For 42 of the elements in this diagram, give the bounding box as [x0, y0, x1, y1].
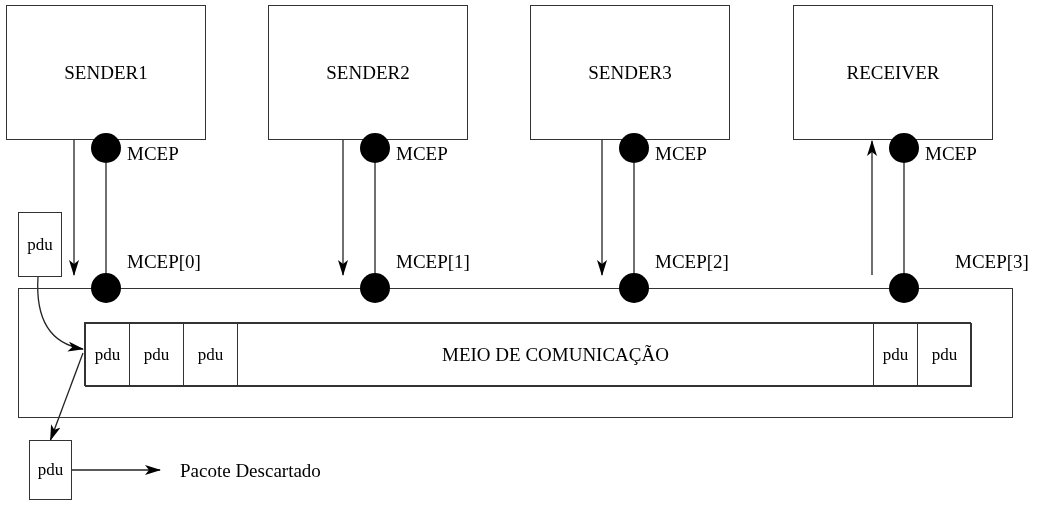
- port-label: MCEP: [655, 143, 707, 165]
- port-label: MCEP[1]: [396, 251, 470, 273]
- connection-dot: [360, 133, 390, 163]
- connection-dot: [619, 133, 649, 163]
- port-label: MCEP: [925, 143, 977, 165]
- arrow: [49, 352, 84, 441]
- medium-cell: MEIO DE COMUNICAÇÃO: [237, 323, 874, 387]
- connection-dot: [619, 273, 649, 303]
- arrow: [37, 276, 84, 351]
- pdu-cell: pdu: [183, 323, 238, 387]
- buffer-band: [84, 322, 971, 386]
- pdu-cell: pdu: [129, 323, 184, 387]
- discard-label: Pacote Descartado: [160, 455, 360, 487]
- pdu-box: pdu: [18, 212, 62, 277]
- process-box: SENDER1: [6, 5, 206, 140]
- connection-dot: [889, 273, 919, 303]
- connection-dot: [360, 273, 390, 303]
- port-label: MCEP[0]: [127, 251, 201, 273]
- arrow: [71, 465, 161, 475]
- pdu-cell: pdu: [917, 323, 972, 387]
- process-box: SENDER3: [530, 5, 730, 140]
- process-box: RECEIVER: [793, 5, 993, 140]
- connector-line: [374, 162, 376, 274]
- connection-dot: [91, 273, 121, 303]
- arrow: [338, 139, 348, 276]
- connector-line: [903, 162, 905, 274]
- port-label: MCEP: [127, 143, 179, 165]
- arrow: [69, 139, 79, 276]
- pdu-cell: pdu: [873, 323, 918, 387]
- port-label: MCEP[3]: [955, 251, 1029, 273]
- port-label: MCEP[2]: [655, 251, 729, 273]
- connector-line: [105, 162, 107, 274]
- process-box: SENDER2: [268, 5, 468, 140]
- port-label: MCEP: [396, 143, 448, 165]
- connection-dot: [91, 133, 121, 163]
- pdu-cell: pdu: [85, 323, 130, 387]
- connector-line: [633, 162, 635, 274]
- medium-frame: [18, 288, 1013, 418]
- connection-dot: [889, 133, 919, 163]
- arrow: [867, 140, 877, 276]
- pdu-box: pdu: [29, 440, 72, 500]
- arrow: [597, 139, 607, 276]
